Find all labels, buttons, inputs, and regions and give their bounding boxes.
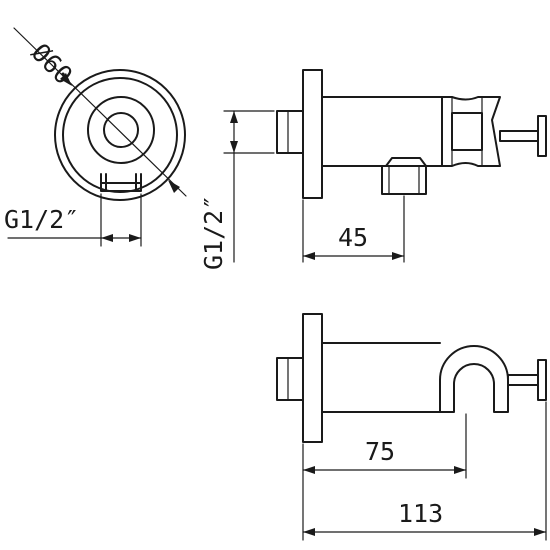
diameter-leader-line <box>13 27 187 197</box>
thread-side-arrow-top <box>230 111 238 123</box>
top-hook-knob <box>537 359 547 401</box>
top-wall-flange <box>302 313 323 443</box>
side-holder <box>441 96 501 167</box>
side-holder-detail <box>451 112 483 151</box>
side-hook-knob <box>537 115 547 157</box>
flange-outer-circle <box>54 69 186 201</box>
dim75-label: 75 <box>365 437 395 466</box>
side-wall-flange <box>302 69 323 199</box>
side-view: G1/2″ 45 <box>199 69 547 270</box>
thread-front-arrow-left <box>101 234 113 242</box>
dim75-arrow-left <box>303 466 315 474</box>
dim45-arrow-right <box>392 252 404 260</box>
side-inlet-block <box>276 110 304 154</box>
hook-ring-outer <box>87 96 155 164</box>
dim45-arrow-left <box>303 252 315 260</box>
side-hook-stem <box>499 130 539 142</box>
front-outlet-nipple <box>100 173 142 192</box>
thread-front-arrow-right <box>129 234 141 242</box>
diameter-arrow-bottom <box>168 180 180 193</box>
side-body <box>321 96 443 167</box>
top-body <box>321 342 441 413</box>
dim113-label: 113 <box>398 499 443 528</box>
dim113-arrow-right <box>534 528 546 536</box>
front-view: Ø60 G1/2″ <box>4 27 187 247</box>
side-outlet-neck <box>385 157 427 167</box>
top-view: 75 113 <box>276 313 547 541</box>
top-inlet-block <box>276 357 304 401</box>
thread-side-label: G1/2″ <box>199 195 228 270</box>
flange-inner-circle <box>62 77 178 193</box>
thread-side-arrow-bottom <box>230 141 238 153</box>
top-hook-stem <box>507 374 539 386</box>
diameter-arrow-top <box>60 73 72 86</box>
top-holder-ring <box>439 345 509 413</box>
dim75-arrow-right <box>454 466 466 474</box>
side-outlet-nipple <box>381 165 427 195</box>
dim45-label: 45 <box>338 223 368 252</box>
thread-front-label: G1/2″ <box>4 205 79 234</box>
hook-ring-inner <box>103 112 139 148</box>
dim113-arrow-left <box>303 528 315 536</box>
